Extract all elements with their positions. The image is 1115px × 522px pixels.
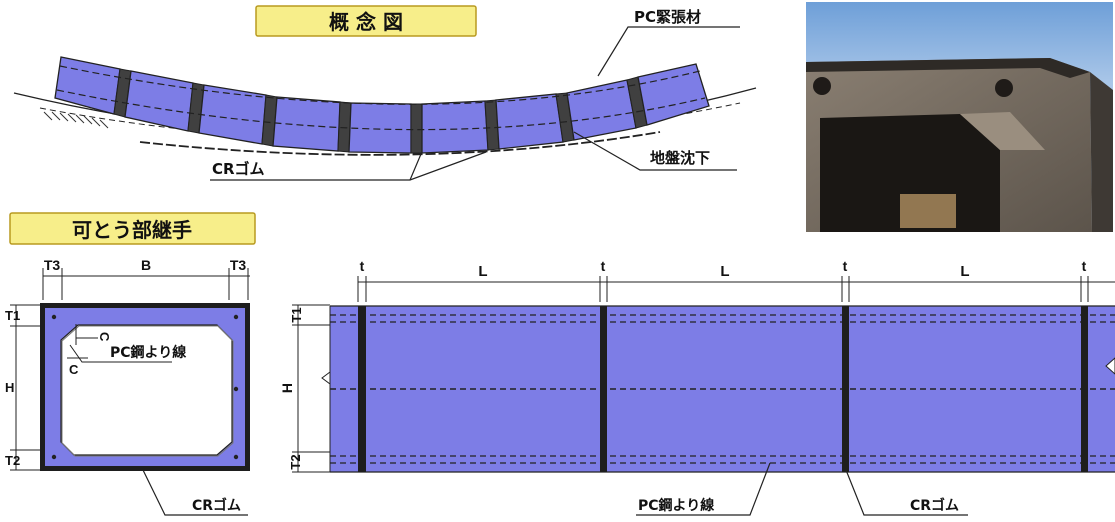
ls-leader-cr-rubber [845, 469, 968, 516]
cs-label-pc-strand: PC鋼より線 [110, 344, 186, 361]
cs-label-cr-rubber: CRゴム [192, 497, 241, 514]
ls-dim-t: t [1082, 258, 1087, 274]
cs-dim-t2: T2 [5, 453, 20, 468]
cs-pc-strand-point [233, 386, 239, 392]
concept-segment [272, 96, 341, 152]
ground-hatching [43, 111, 109, 129]
concept-section: 概 念 図 [13, 5, 757, 181]
joint-title-box: 可とう部継手 [9, 212, 256, 245]
ls-dim-t: t [843, 258, 848, 274]
cs-dim-b: B [141, 257, 151, 273]
photo-equipment [900, 194, 956, 228]
ls-label-pc-strand: PC鋼より線 [638, 497, 714, 514]
concept-title: 概 念 図 [329, 10, 403, 34]
concept-pc-tendon-lower [56, 89, 706, 131]
concept-segment [495, 93, 564, 150]
concept-segment [421, 100, 489, 154]
cross-section: T3 B T3 T1 H T2 C C PC鋼より線 CRゴム [5, 257, 250, 516]
concept-segment [54, 56, 121, 115]
concept-label-cr-rubber: CRゴム [212, 160, 265, 178]
ls-cr-rubber-joint [1081, 306, 1088, 472]
photo-bolt-right [995, 79, 1013, 97]
concept-segment [348, 102, 412, 154]
ls-dim-l: L [478, 263, 487, 280]
ls-break-mark-left [321, 371, 331, 392]
photo-top-edge [806, 58, 1090, 78]
ls-dim-t2: T2 [288, 454, 303, 469]
concept-segment [124, 70, 194, 132]
ls-dim-l: L [960, 263, 969, 280]
photo-haunch [960, 112, 1045, 150]
cs-leader-pc-strand [69, 344, 172, 363]
ls-dim-h: H [279, 383, 295, 393]
ls-break-mark-right [1105, 357, 1115, 375]
ls-label-cr-rubber: CRゴム [910, 497, 959, 514]
ls-cr-rubber-joint [358, 306, 366, 472]
concept-title-box: 概 念 図 [255, 5, 477, 37]
cs-inner-shadow [61, 325, 234, 457]
photo-side-wall [1090, 72, 1113, 232]
ls-leader-pc-strand [636, 462, 771, 516]
cs-dim-t3-left: T3 [44, 257, 61, 273]
cs-leader-cr-rubber [142, 469, 248, 516]
leader-cr-rubber-branch [409, 153, 422, 181]
cs-pc-strand-point [233, 314, 239, 320]
cs-dim-c-upper: C [97, 332, 112, 342]
concept-segment [198, 84, 267, 145]
cs-pc-strand-point [51, 314, 57, 320]
concept-segmented-box [54, 56, 710, 154]
ls-cr-rubber-joint [842, 306, 849, 472]
concept-label-ground-settlement: 地盤沈下 [650, 149, 710, 167]
concept-segment [637, 63, 710, 126]
leader-pc-tendon-line [597, 26, 740, 77]
ls-cr-rubber-joint [600, 306, 607, 472]
joint-title: 可とう部継手 [72, 218, 192, 242]
ground-line-dashed [39, 102, 741, 141]
leader-ground-settlement [573, 131, 737, 171]
concept-segment [566, 79, 637, 141]
concept-rubber-joint [410, 103, 423, 154]
ls-dim-t: t [360, 258, 365, 274]
concept-label-pc-tendon: PC緊張材 [634, 8, 701, 26]
cs-dim-h: H [5, 380, 14, 395]
cs-dim-t1: T1 [5, 308, 20, 323]
cs-pc-strand-point [233, 454, 239, 460]
longitudinal-section: t L t L t L t T1 H T2 [279, 258, 1115, 516]
site-photo [806, 2, 1113, 232]
photo-bolt-left [813, 77, 831, 95]
cs-dim-t3-right: T3 [230, 257, 247, 273]
ls-dim-t: t [601, 258, 606, 274]
concept-pc-tendon-upper [59, 65, 701, 105]
cs-dim-c-lower: C [69, 362, 79, 377]
ls-dim-l: L [720, 263, 729, 280]
ls-dim-t1: T1 [289, 307, 304, 322]
cs-pc-strand-point [51, 454, 57, 460]
